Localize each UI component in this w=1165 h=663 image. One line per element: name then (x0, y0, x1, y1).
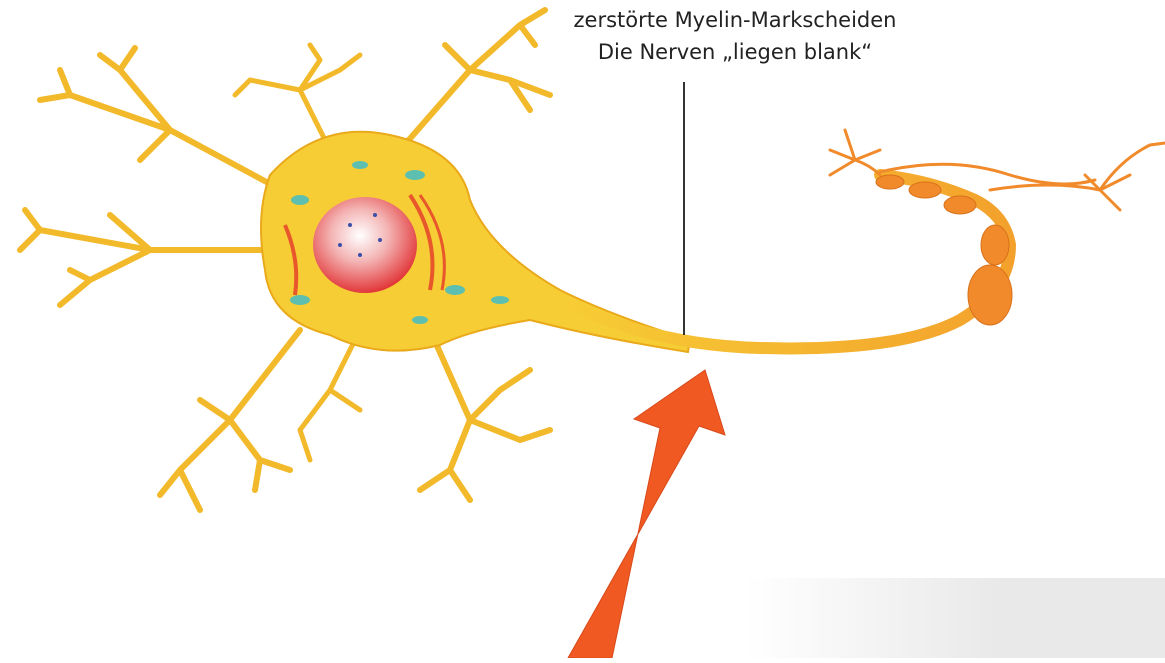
arrow-up-right-icon (568, 370, 725, 658)
corner-shade (745, 578, 1165, 658)
annotation-line-1: zerstörte Myelin-Markscheiden (520, 4, 950, 36)
annotation-label: zerstörte Myelin-Markscheiden Die Nerven… (520, 4, 950, 68)
nucleus (313, 197, 417, 293)
axon (560, 175, 1010, 348)
annotation-line-2: Die Nerven „liegen blank“ (520, 36, 950, 68)
myelin-segments (876, 175, 1012, 325)
